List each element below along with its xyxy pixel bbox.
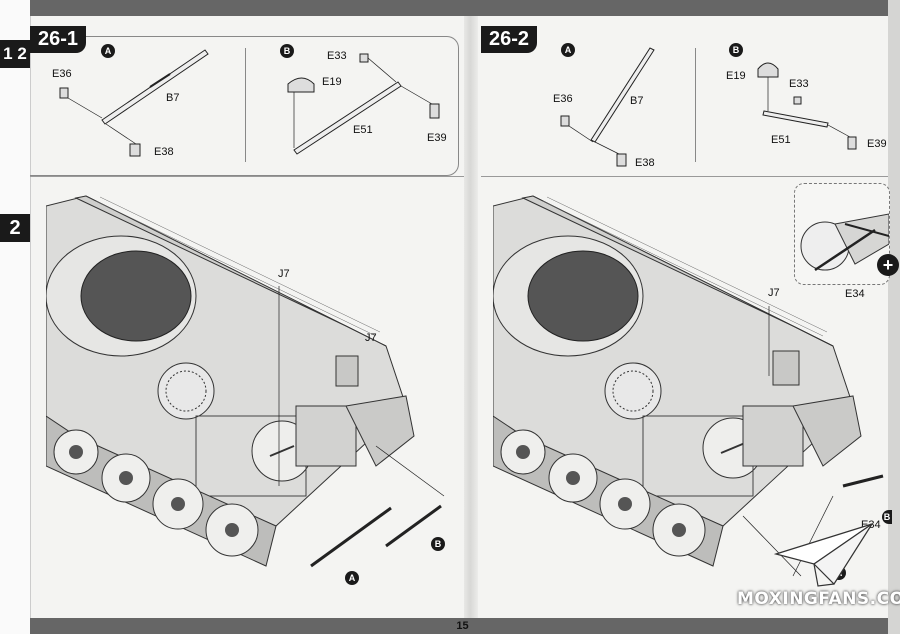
- parts-divider: [695, 48, 696, 162]
- detail-inset: [794, 183, 890, 285]
- part-label-j7-side: J7: [365, 332, 377, 344]
- sub-step-a-badge: A: [101, 44, 115, 58]
- step-26-1-tag: 26-1: [30, 26, 87, 53]
- inset-drawing: [800, 213, 889, 272]
- plus-icon: +: [877, 254, 899, 276]
- top-bar: [30, 0, 895, 16]
- assembly-b-badge: B: [882, 510, 892, 524]
- previous-page-edge: 1 2 2: [0, 0, 31, 634]
- part-label-e19: E19: [726, 70, 746, 82]
- tank-rear-drawing-left: [46, 195, 445, 568]
- sub-step-b-drawing: [757, 62, 857, 150]
- part-label-e33: E33: [789, 78, 809, 90]
- part-label-e51: E51: [771, 134, 791, 146]
- part-label-e39: E39: [427, 132, 447, 144]
- edge-step-tab-mid: 2: [0, 214, 30, 242]
- part-label-j7: J7: [768, 287, 780, 299]
- watermark-plane-logo: [774, 523, 873, 587]
- sub-step-a-badge: A: [561, 43, 575, 57]
- part-label-j7-top: J7: [278, 268, 290, 280]
- part-label-e36: E36: [52, 68, 72, 80]
- part-label-b7: B7: [166, 92, 180, 104]
- page-number: 15: [456, 620, 469, 632]
- step-26-2-tag: 26-2: [481, 26, 538, 53]
- sub-step-b-badge: B: [280, 44, 294, 58]
- part-label-e38: E38: [154, 146, 174, 158]
- sub-step-a-drawing: [59, 49, 209, 157]
- tank-rear-drawing-right: [493, 195, 884, 577]
- sub-step-b-drawing: [287, 53, 440, 155]
- part-label-e19: E19: [322, 76, 342, 88]
- watermark-text: MOXINGFANS.COM: [737, 589, 900, 609]
- book-spine: [464, 16, 478, 618]
- edge-step-tab-top: 1 2: [0, 40, 30, 68]
- part-label-e38: E38: [635, 157, 655, 169]
- parts-divider: [245, 48, 246, 162]
- part-label-e39: E39: [867, 138, 887, 150]
- assembly-a-badge: A: [345, 571, 359, 585]
- step-26-1-parts-box: [30, 36, 459, 176]
- section-divider: [30, 176, 464, 177]
- part-label-e51: E51: [353, 124, 373, 136]
- part-label-b7: B7: [630, 95, 644, 107]
- right-page-edge: [888, 0, 900, 634]
- part-label-e33: E33: [327, 50, 347, 62]
- part-label-e36: E36: [553, 93, 573, 105]
- sub-step-a-drawing: [560, 47, 655, 167]
- section-divider: [481, 176, 888, 177]
- bottom-bar: 15: [30, 618, 895, 634]
- sub-step-b-badge: B: [729, 43, 743, 57]
- inset-label-e34: E34: [845, 288, 865, 300]
- assembly-b-badge: B: [431, 537, 445, 551]
